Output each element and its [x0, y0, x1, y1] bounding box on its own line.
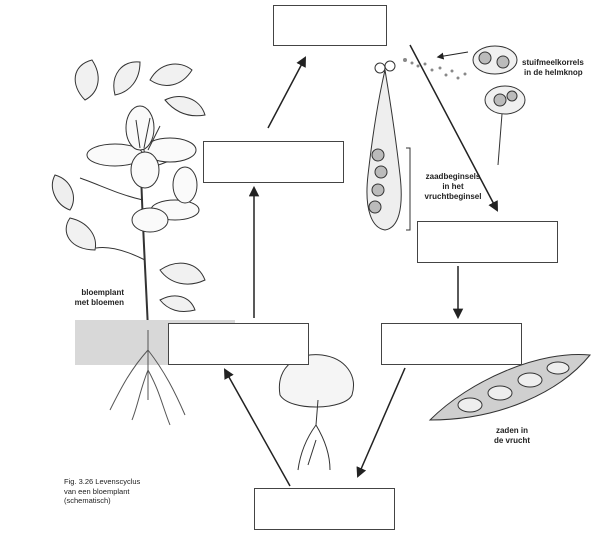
seed-pod-illustration [428, 353, 591, 421]
answer-box-upper-left[interactable] [203, 141, 344, 183]
answer-box-middle-left[interactable] [168, 323, 309, 365]
pollen-label-line2: in de helmknop [524, 68, 583, 77]
ovules-label-line1: zaadbeginsels [425, 172, 481, 181]
ovules-label-line3: vruchtbeginsel [424, 192, 482, 201]
pollen-label: stuifmeelkorrels in de helmknop [522, 58, 584, 78]
seeds-label-line2: de vrucht [493, 436, 530, 445]
ovules-label: zaadbeginsels in het vruchtbeginsel [413, 172, 493, 202]
plant-label-line2: met bloemen [74, 298, 124, 307]
caption-line1: Fig. 3.26 Levenscyclus [64, 477, 141, 486]
plant-label: bloemplant met bloemen [52, 288, 124, 308]
plant-label-line1: bloemplant [81, 288, 124, 297]
ovary-illustration [366, 60, 411, 231]
answer-box-top[interactable] [273, 5, 387, 46]
seeds-label: zaden in de vrucht [482, 426, 542, 446]
pollen-label-line1: stuifmeelkorrels [522, 58, 584, 67]
arrow-pollen-pointer [436, 51, 469, 60]
arrow-bottom-to-left [223, 368, 291, 487]
anther-illustration [472, 45, 526, 166]
seeds-label-line1: zaden in [495, 426, 528, 435]
ovules-label-line2: in het [442, 182, 464, 191]
figure-caption: Fig. 3.26 Levenscyclus van een bloemplan… [64, 477, 140, 506]
caption-line2: van een bloemplant [64, 486, 130, 496]
arrow-to-upper-right [409, 44, 498, 212]
germinating-seed-illustration [278, 354, 354, 471]
caption-line3: (schematisch) [64, 496, 111, 505]
flowering-plant-illustration [51, 59, 206, 331]
arrow-to-bottom [356, 367, 406, 478]
answer-box-middle-right[interactable] [381, 323, 522, 365]
answer-box-bottom[interactable] [254, 488, 395, 530]
arrow-plant-to-top [267, 56, 306, 129]
answer-box-upper-right[interactable] [417, 221, 558, 263]
pollen-grains [403, 58, 467, 80]
